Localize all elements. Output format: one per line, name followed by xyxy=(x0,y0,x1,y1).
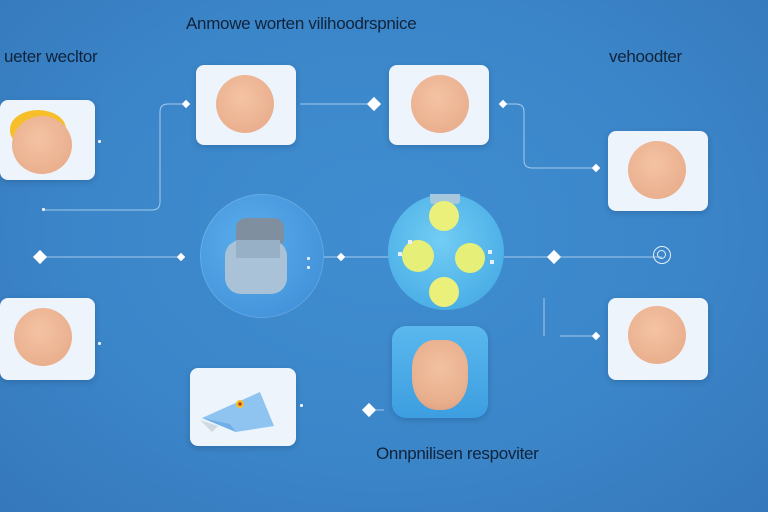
person-avatar-icon xyxy=(628,306,686,364)
speck-icon xyxy=(98,342,101,345)
profile-card-bottom-center[interactable] xyxy=(392,326,488,418)
person-avatar-icon xyxy=(14,308,72,366)
profile-card-right-bottom[interactable] xyxy=(608,298,708,380)
profile-card-left-bottom[interactable] xyxy=(0,298,95,380)
ring-node-icon[interactable] xyxy=(653,246,671,264)
label-top-left: ueter wecltor xyxy=(4,47,98,66)
person-avatar-icon xyxy=(412,340,468,410)
connected-dots-icon xyxy=(398,194,494,307)
speck-icon xyxy=(98,140,101,143)
connector-top-right xyxy=(500,103,596,169)
paper-plane-icon xyxy=(200,392,274,432)
speck-icon xyxy=(307,266,310,269)
person-avatar-icon xyxy=(411,75,469,133)
speck-icon xyxy=(42,208,45,211)
message-card[interactable] xyxy=(190,368,296,446)
person-avatar-icon xyxy=(216,75,274,133)
speck-icon xyxy=(307,257,310,260)
connector-top-left xyxy=(44,103,186,211)
hub-right[interactable] xyxy=(388,194,504,310)
person-avatar-icon xyxy=(12,116,72,174)
label-top-right: vehoodter xyxy=(609,47,682,66)
speck-icon xyxy=(300,404,303,407)
person-avatar-icon xyxy=(628,141,686,199)
profile-card-left-top[interactable] xyxy=(0,100,95,180)
label-bottom: Onnpnilisen respoviter xyxy=(376,444,539,463)
person-silhouette-icon xyxy=(225,218,287,294)
diagram-title: Anmowe worten vilihoodrspnice xyxy=(186,14,417,33)
profile-card-right-top[interactable] xyxy=(608,131,708,211)
profile-card-top-2[interactable] xyxy=(389,65,489,145)
profile-card-top-1[interactable] xyxy=(196,65,296,145)
hub-left[interactable] xyxy=(200,194,324,318)
